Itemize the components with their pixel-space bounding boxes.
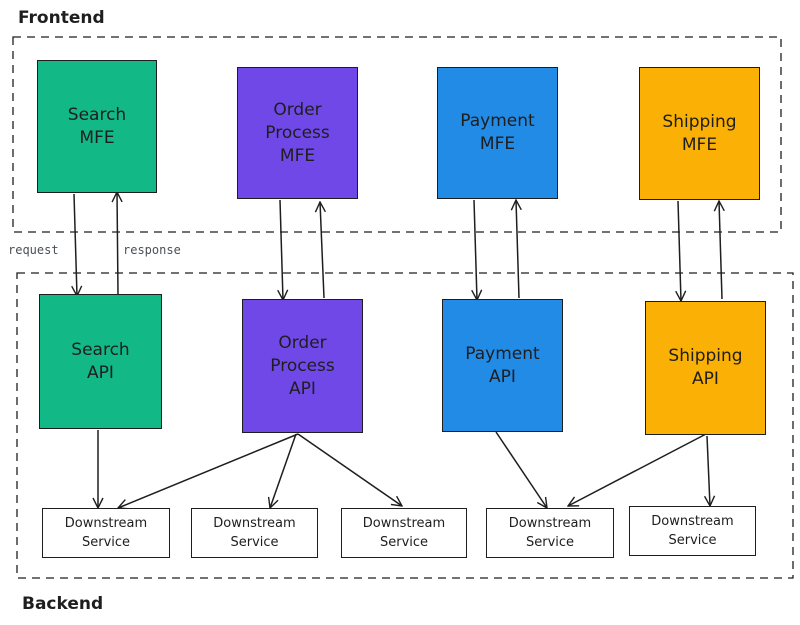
response-arrow-search xyxy=(117,192,118,295)
shipping-api-to-service-5 xyxy=(707,435,710,506)
backend-boundary xyxy=(16,272,794,579)
order-process-api-box: Order Process API xyxy=(242,299,363,433)
search-api-label: Search API xyxy=(71,339,130,383)
shipping-mfe-label: Shipping MFE xyxy=(662,111,737,155)
response-arrow-shipping xyxy=(719,201,722,300)
order-api-to-service-1 xyxy=(118,433,299,508)
payment-api-box: Payment API xyxy=(442,299,563,432)
downstream-service-label: Downstream Service xyxy=(64,516,148,550)
downstream-service-4: Downstream Service xyxy=(486,508,614,558)
frontend-boundary xyxy=(12,36,782,233)
search-mfe-label: Search MFE xyxy=(67,104,127,148)
order-process-mfe-label: Order Process MFE xyxy=(265,99,330,166)
response-edge-label: response xyxy=(123,243,181,257)
downstream-service-2: Downstream Service xyxy=(191,508,318,558)
response-arrow-order xyxy=(320,202,324,299)
request-arrow-order xyxy=(280,199,283,300)
order-process-api-label: Order Process API xyxy=(270,332,335,399)
downstream-service-3: Downstream Service xyxy=(341,508,467,558)
order-api-to-service-3 xyxy=(297,433,402,506)
downstream-service-label: Downstream Service xyxy=(362,516,446,550)
downstream-service-1: Downstream Service xyxy=(42,508,170,558)
payment-api-label: Payment API xyxy=(465,343,540,387)
response-arrow-payment xyxy=(516,200,519,299)
frontend-label: Frontend xyxy=(18,8,105,28)
downstream-service-label: Downstream Service xyxy=(213,516,296,550)
request-edge-label: request xyxy=(8,243,59,257)
request-arrow-payment xyxy=(474,199,477,300)
search-mfe-box: Search MFE xyxy=(37,60,157,193)
order-api-to-service-2 xyxy=(270,433,297,508)
search-api-box: Search API xyxy=(39,294,162,429)
payment-mfe-label: Payment MFE xyxy=(460,111,535,154)
backend-label: Backend xyxy=(22,594,104,614)
payment-api-to-service-4 xyxy=(495,431,547,508)
shipping-api-box: Shipping API xyxy=(645,301,766,435)
downstream-service-5: Downstream Service xyxy=(629,506,756,556)
downstream-service-label: Downstream Service xyxy=(651,514,734,548)
order-process-mfe-box: Order Process MFE xyxy=(237,67,358,199)
shipping-api-label: Shipping API xyxy=(668,346,743,389)
shipping-mfe-box: Shipping MFE xyxy=(639,67,760,200)
payment-mfe-box: Payment MFE xyxy=(437,67,558,199)
shipping-api-to-service-4 xyxy=(568,433,707,506)
downstream-service-label: Downstream Service xyxy=(508,516,592,550)
request-arrow-search xyxy=(74,193,77,296)
request-arrow-shipping xyxy=(678,200,681,301)
